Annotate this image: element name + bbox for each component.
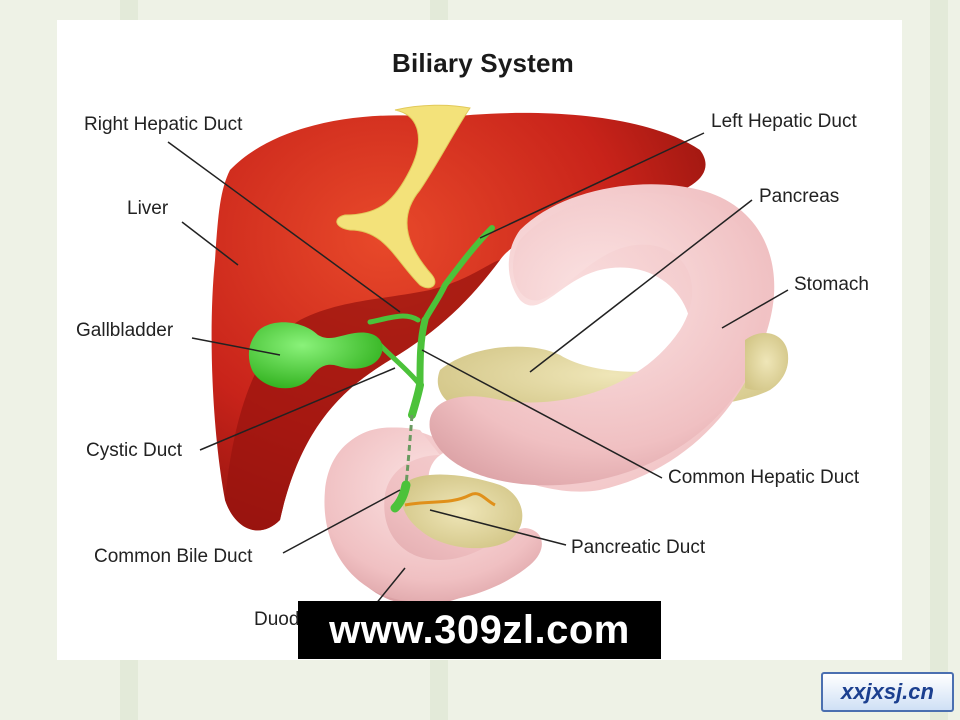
corner-logo: xxjxsj.cn [821, 672, 954, 712]
label-pancreas: Pancreas [759, 186, 840, 207]
common-hepatic-duct-path [416, 316, 429, 389]
diagram-title: Biliary System [391, 48, 574, 78]
pancreatic-duct-line [404, 492, 496, 507]
watermark-banner: www.309zl.com [298, 601, 661, 659]
left-hepatic-duct-path [422, 225, 495, 323]
label-common-bile-duct: Common Bile Duct [94, 546, 253, 567]
leader-gallbladder [191, 337, 281, 356]
leader-cystic-duct [199, 367, 396, 451]
leader-pancreas [529, 199, 753, 373]
label-right-hepatic-duct: Right Hepatic Duct [84, 114, 243, 135]
leader-duodenum [374, 567, 406, 606]
label-pancreatic-duct: Pancreatic Duct [571, 537, 706, 558]
label-common-hepatic-duct: Common Hepatic Duct [668, 467, 860, 488]
leader-common-bile-duct [282, 489, 401, 554]
leader-right-hepatic-duct [167, 141, 401, 313]
common-bile-duct-lower [390, 480, 411, 513]
falciform-ligament [336, 104, 471, 289]
label-gallbladder: Gallbladder [76, 320, 174, 341]
leader-pancreatic-duct [429, 509, 567, 546]
leader-left-hepatic-duct [479, 132, 705, 239]
common-bile-duct-hidden [404, 414, 414, 486]
leader-liver [181, 221, 239, 266]
label-left-hepatic-duct: Left Hepatic Duct [711, 111, 857, 132]
pancreas-tail [745, 332, 789, 391]
stomach-lobe [429, 192, 768, 486]
label-liver: Liver [127, 198, 169, 219]
common-bile-duct-upper [408, 381, 424, 419]
gallbladder-shape [248, 322, 383, 389]
cystic-duct-path [377, 342, 423, 388]
label-duodenum: Duod [254, 609, 300, 630]
pancreas-head [401, 474, 523, 549]
leader-stomach [721, 289, 789, 329]
duodenum-shape [324, 427, 542, 602]
leader-common-hepatic-duct [421, 349, 663, 479]
label-cystic-duct: Cystic Duct [86, 440, 183, 461]
background-stripe [930, 0, 948, 720]
right-hepatic-duct-path [367, 313, 421, 325]
label-stomach: Stomach [794, 274, 869, 295]
